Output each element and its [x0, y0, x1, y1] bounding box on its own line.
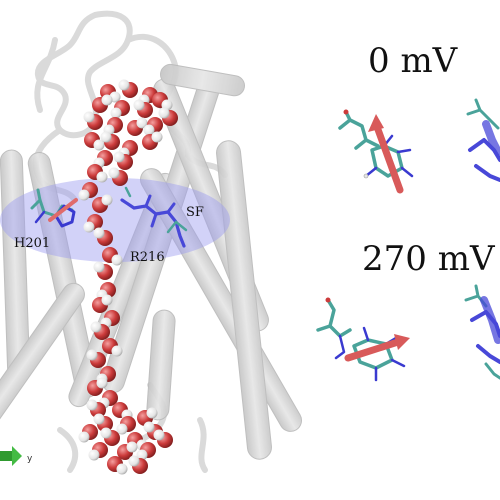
water-hydrogen [93, 139, 105, 151]
water-hydrogen [116, 423, 128, 435]
residue-r216 [120, 186, 188, 248]
axis-triad-icon: y [0, 446, 33, 466]
water-hydrogen [78, 431, 90, 443]
water-wire [78, 79, 178, 475]
water-hydrogen [111, 254, 123, 266]
water-hydrogen [153, 429, 165, 441]
water-hydrogen [93, 261, 105, 273]
water-hydrogen [93, 227, 105, 239]
label-sf: SF [186, 205, 204, 220]
water-hydrogen [143, 421, 155, 433]
water-hydrogen [101, 294, 113, 306]
water-hydrogen [93, 413, 105, 425]
water-hydrogen [96, 171, 108, 183]
transmembrane-helices [0, 63, 302, 460]
histidine-0mv [338, 109, 414, 194]
water-hydrogen [90, 321, 102, 333]
water-hydrogen [100, 131, 112, 143]
water-hydrogen [158, 107, 170, 119]
water-hydrogen [78, 189, 90, 201]
water-hydrogen [126, 441, 138, 453]
residue-h201 [30, 188, 78, 228]
water-hydrogen [136, 117, 148, 129]
water-hydrogen [146, 407, 158, 419]
water-hydrogen [86, 349, 98, 361]
label-h201: H201 [14, 236, 50, 251]
water-hydrogen [118, 79, 130, 91]
water-hydrogen [96, 377, 108, 389]
water-hydrogen [111, 345, 123, 357]
water-hydrogen [110, 107, 122, 119]
water-hydrogen [86, 399, 98, 411]
voltage-label-bottom: 270 mV [362, 239, 496, 279]
water-hydrogen [151, 131, 163, 143]
water-hydrogen [83, 111, 95, 123]
water-hydrogen [133, 99, 145, 111]
axis-label-y: y [27, 454, 33, 464]
water-hydrogen [83, 221, 95, 233]
label-r216: R216 [130, 250, 165, 265]
selectivity-filter-region [0, 178, 230, 262]
histidine-270mv [316, 297, 410, 382]
water-hydrogen [101, 194, 113, 206]
arginine-270mv [464, 284, 500, 380]
arginine-0mv [466, 98, 500, 182]
water-hydrogen [113, 151, 125, 163]
water-hydrogen [100, 427, 112, 439]
water-hydrogen [116, 463, 128, 475]
water-hydrogen [128, 455, 140, 467]
water-hydrogen [88, 449, 100, 461]
water-hydrogen [108, 167, 120, 179]
water-hydrogen [101, 94, 113, 106]
voltage-label-top: 0 mV [368, 41, 459, 81]
water-hydrogen [143, 124, 155, 136]
water-hydrogen [136, 449, 148, 461]
